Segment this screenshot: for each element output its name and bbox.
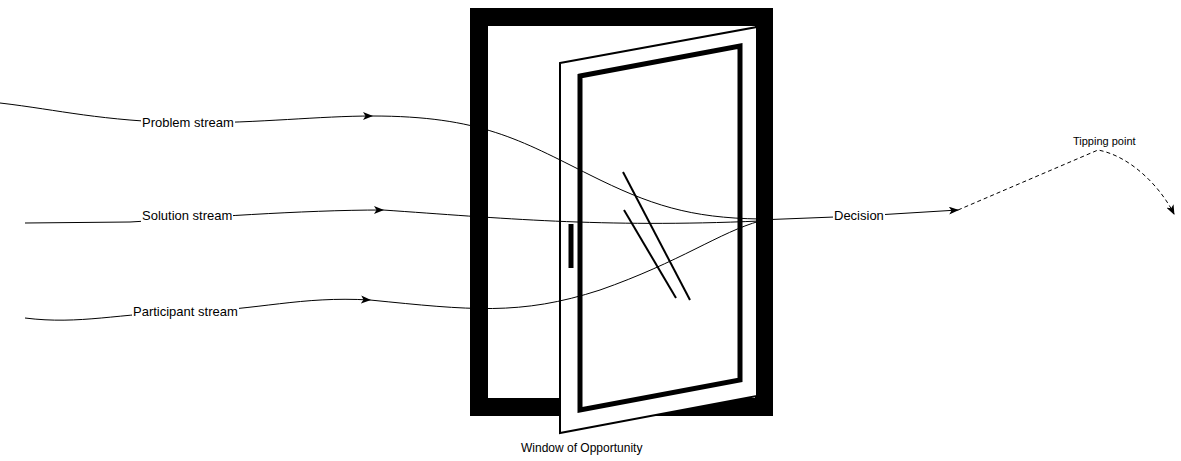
outcome-label: Decision [833,209,885,224]
problem-stream-line [372,116,760,219]
solution-stream-line [25,210,383,223]
tipping-path [958,150,1174,214]
door-handle [569,224,574,268]
door-glass [580,46,740,410]
stream-label: Solution stream [141,209,233,224]
door-panel [560,27,757,433]
participant-stream-line [25,299,370,320]
door-caption: Window of Opportunity [520,442,643,456]
participant-stream-line [370,221,760,309]
stream-label: Problem stream [141,116,235,131]
solution-stream-line [383,210,760,223]
outcome-label: Tipping point [1072,135,1137,148]
glass-reflection [623,172,690,300]
stream-label: Participant stream [132,305,239,320]
